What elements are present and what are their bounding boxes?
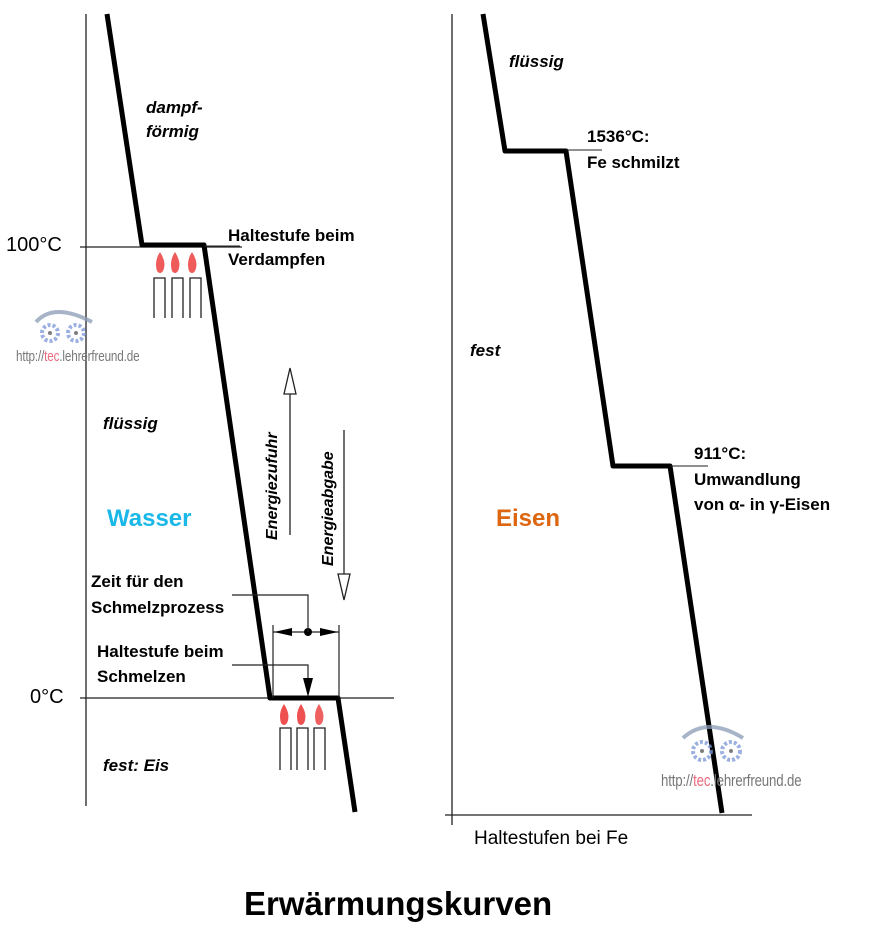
water-heating-curve — [104, 13, 358, 813]
burners-melting — [279, 704, 326, 770]
iron-melting-line1: 1536°C: — [587, 127, 650, 146]
flame-icon — [280, 704, 289, 725]
energy-in-arrow — [283, 367, 297, 535]
page-title: Erwärmungskurven — [244, 885, 553, 922]
melting-plateau-line1: Haltestufe beim — [97, 642, 224, 661]
tick-label-100c: 100°C — [6, 234, 62, 256]
phase-liquid-water: flüssig — [103, 414, 158, 433]
energy-in-label: Energiezufuhr — [264, 432, 281, 540]
energy-out-label: Energieabgabe — [320, 451, 337, 566]
melting-time-bracket — [232, 594, 340, 698]
phase-gas-line1: dampf- — [146, 98, 203, 117]
energy-out-arrow — [337, 430, 351, 601]
melting-time-line2: Schmelzprozess — [91, 598, 225, 617]
flame-icon — [156, 252, 165, 273]
flame-icon — [297, 704, 306, 725]
boiling-plateau-line1: Haltestufe beim — [228, 226, 355, 245]
burners-boiling — [153, 252, 202, 318]
phase-liquid-iron: flüssig — [509, 52, 564, 71]
watermark-url: http://tec.lehrerfreund.de — [661, 771, 802, 790]
flame-icon — [188, 252, 197, 273]
watermark-owl-icon — [681, 725, 745, 762]
flame-icon — [315, 704, 324, 725]
iron-transform-line3: von α- in γ-Eisen — [694, 495, 831, 514]
tick-label-0c: 0°C — [30, 686, 64, 708]
boiling-plateau-line2: Verdampfen — [228, 250, 326, 269]
watermark-url: http://tec.lehrerfreund.de — [16, 348, 140, 365]
melting-plateau-line2: Schmelzen — [97, 667, 186, 686]
iron-melting-line2: Fe schmilzt — [587, 153, 680, 172]
iron-transform-line2: Umwandlung — [694, 470, 801, 489]
phase-solid-water: fest: Eis — [103, 756, 170, 775]
iron-label: Eisen — [496, 505, 561, 532]
melting-time-line1: Zeit für den — [91, 572, 184, 591]
flame-icon — [171, 252, 180, 273]
watermark-owl-icon — [34, 310, 93, 343]
phase-solid-iron: fest — [470, 341, 501, 360]
phase-gas-line2: förmig — [146, 122, 199, 141]
iron-transform-line1: 911°C: — [694, 444, 747, 463]
iron-heating-curve — [480, 13, 725, 814]
iron-x-axis-label: Haltestufen bei Fe — [474, 828, 629, 849]
water-label: Wasser — [107, 505, 192, 532]
